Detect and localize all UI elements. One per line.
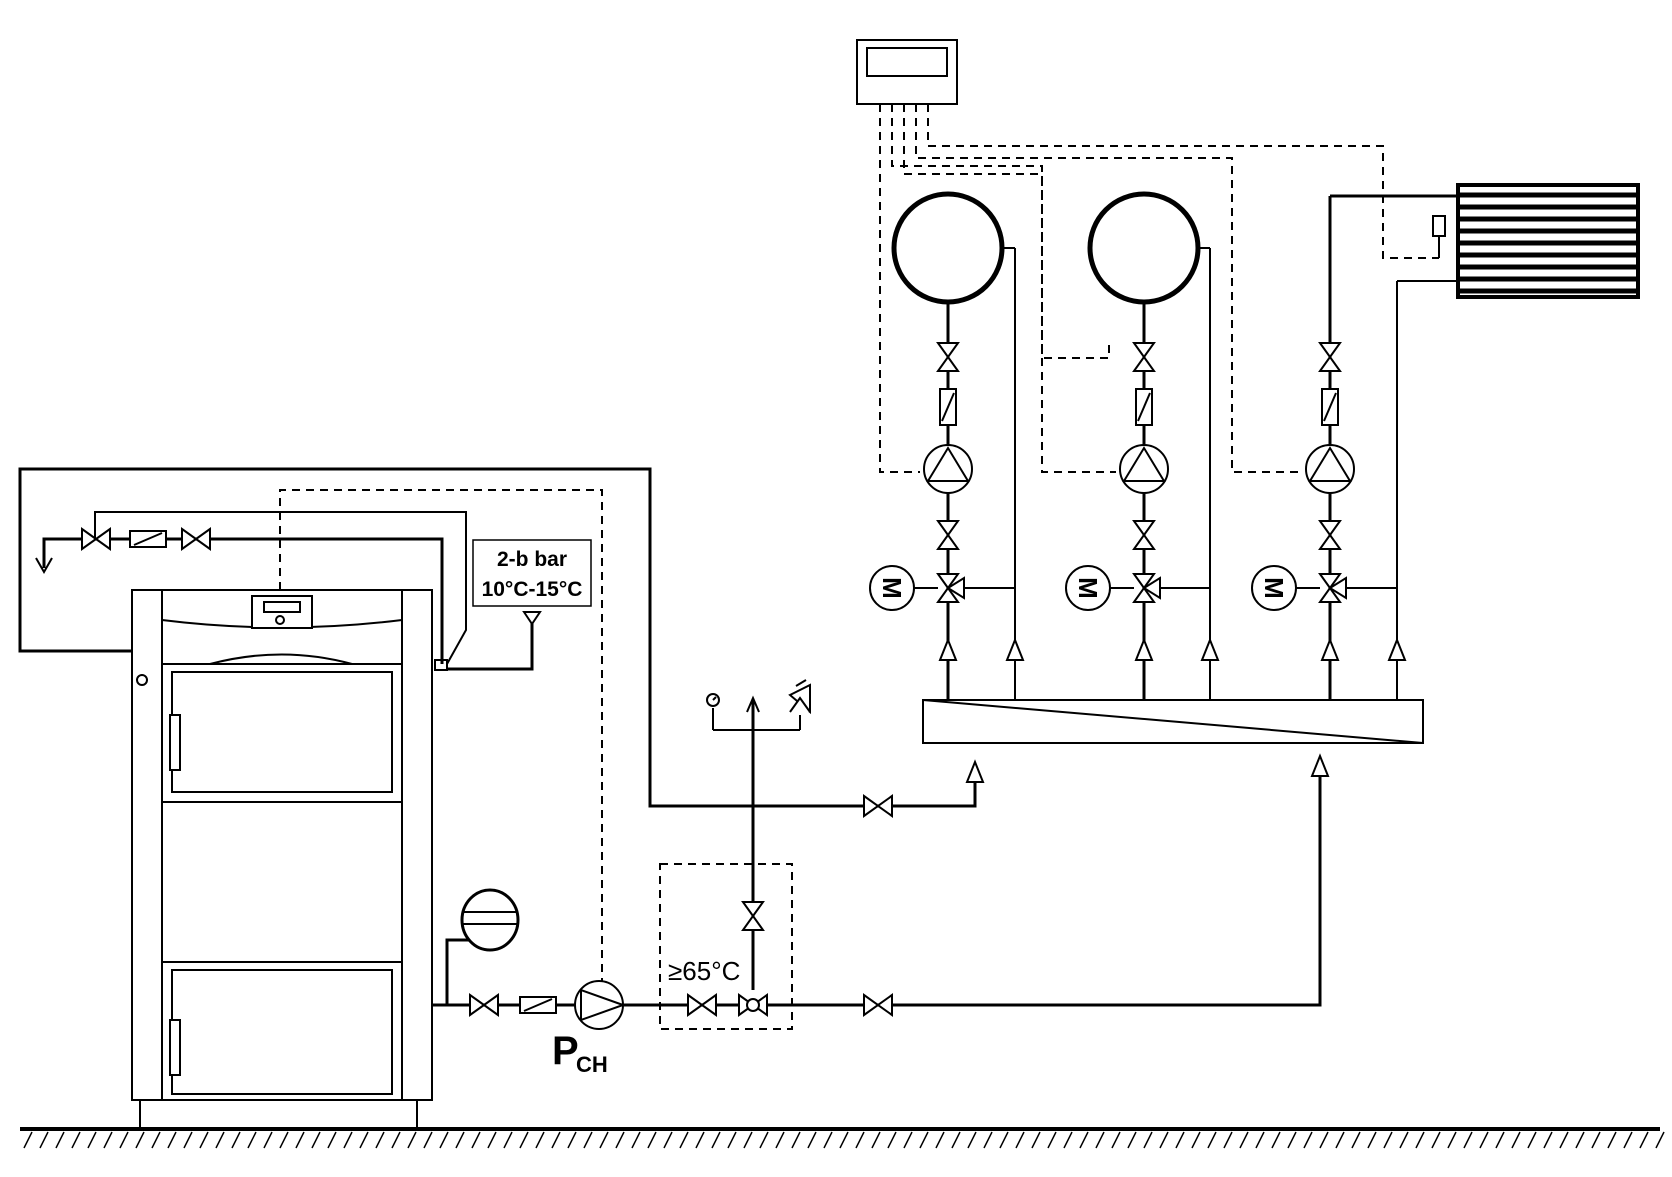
expansion-vessel xyxy=(460,888,520,952)
heating-circuit: M xyxy=(1251,194,1458,700)
mixing-valve-icon xyxy=(1319,573,1347,603)
radiator-thermostat xyxy=(1432,215,1446,258)
boiler-return-pipe xyxy=(432,757,1322,1007)
hydraulic-separator xyxy=(922,699,1424,744)
pressure-label-box: 2-b bar 10°C-15°C xyxy=(472,539,592,607)
mixing-valve-icon xyxy=(937,573,965,603)
flow-arrow-icon xyxy=(1135,639,1153,661)
pump-label-subscript: CH xyxy=(576,1052,608,1077)
flow-arrow-icon xyxy=(1311,755,1329,777)
floor xyxy=(20,1127,1665,1149)
boiler-flow-pipe xyxy=(18,467,977,808)
valve-icon xyxy=(1319,520,1341,550)
valve-icon xyxy=(863,994,893,1016)
valve-icon xyxy=(1133,342,1155,372)
valve-icon xyxy=(687,994,717,1016)
anti-condensation-group xyxy=(659,863,793,1030)
pump-control-wire xyxy=(279,489,603,981)
pump-label: P xyxy=(552,1029,579,1073)
safety-group xyxy=(706,679,811,806)
motor-actuator-icon xyxy=(869,565,915,611)
storage-tank xyxy=(891,191,1005,305)
temperature-label: 10°C-15°C xyxy=(482,578,583,601)
filter-icon xyxy=(1321,388,1339,426)
motor-actuator-icon xyxy=(1251,565,1297,611)
motor-label: M xyxy=(1259,577,1289,599)
boiler xyxy=(131,589,448,1129)
motor-label: M xyxy=(877,577,907,599)
valve-icon xyxy=(1319,342,1341,372)
flow-arrow-icon xyxy=(1388,639,1406,661)
flow-arrow-icon xyxy=(1201,639,1219,661)
flow-arrow-icon xyxy=(1006,639,1024,661)
motor-actuator-icon xyxy=(1065,565,1111,611)
three-way-valve-icon xyxy=(738,993,768,1017)
cold-water-supply xyxy=(447,611,542,671)
heating-circuit: M xyxy=(1065,191,1219,700)
valve-icon xyxy=(937,342,959,372)
filter-icon xyxy=(519,996,557,1014)
motor-label: M xyxy=(1073,577,1103,599)
control-wiring xyxy=(879,104,1439,473)
storage-tank xyxy=(1087,191,1201,305)
valve-icon xyxy=(1133,520,1155,550)
filter-icon xyxy=(1135,388,1153,426)
boiler-control-panel xyxy=(251,595,313,629)
flow-arrow-icon xyxy=(1321,639,1339,661)
circuit-pump-icon xyxy=(1119,444,1169,494)
valve-icon xyxy=(937,520,959,550)
filter-icon xyxy=(939,388,957,426)
thermal-discharge-feed xyxy=(94,511,467,665)
filter-icon xyxy=(129,530,167,548)
valve-icon xyxy=(863,795,893,817)
flow-arrow-icon xyxy=(966,761,984,783)
pressure-label: 2-b bar xyxy=(497,548,567,571)
flow-arrow-icon xyxy=(939,639,957,661)
min-return-temp-label: ≥65°C xyxy=(668,956,740,986)
circuit-pump-icon xyxy=(923,444,973,494)
boiler-pump-icon xyxy=(574,980,626,1030)
heating-controller xyxy=(856,39,958,105)
valve-icon xyxy=(469,994,499,1016)
valve-icon xyxy=(181,528,211,550)
mixing-valve-icon xyxy=(1133,573,1161,603)
thermal-discharge-line xyxy=(35,537,444,664)
circuit-pump-icon xyxy=(1305,444,1355,494)
heating-circuit: M xyxy=(869,191,1024,700)
valve-icon xyxy=(742,901,764,931)
